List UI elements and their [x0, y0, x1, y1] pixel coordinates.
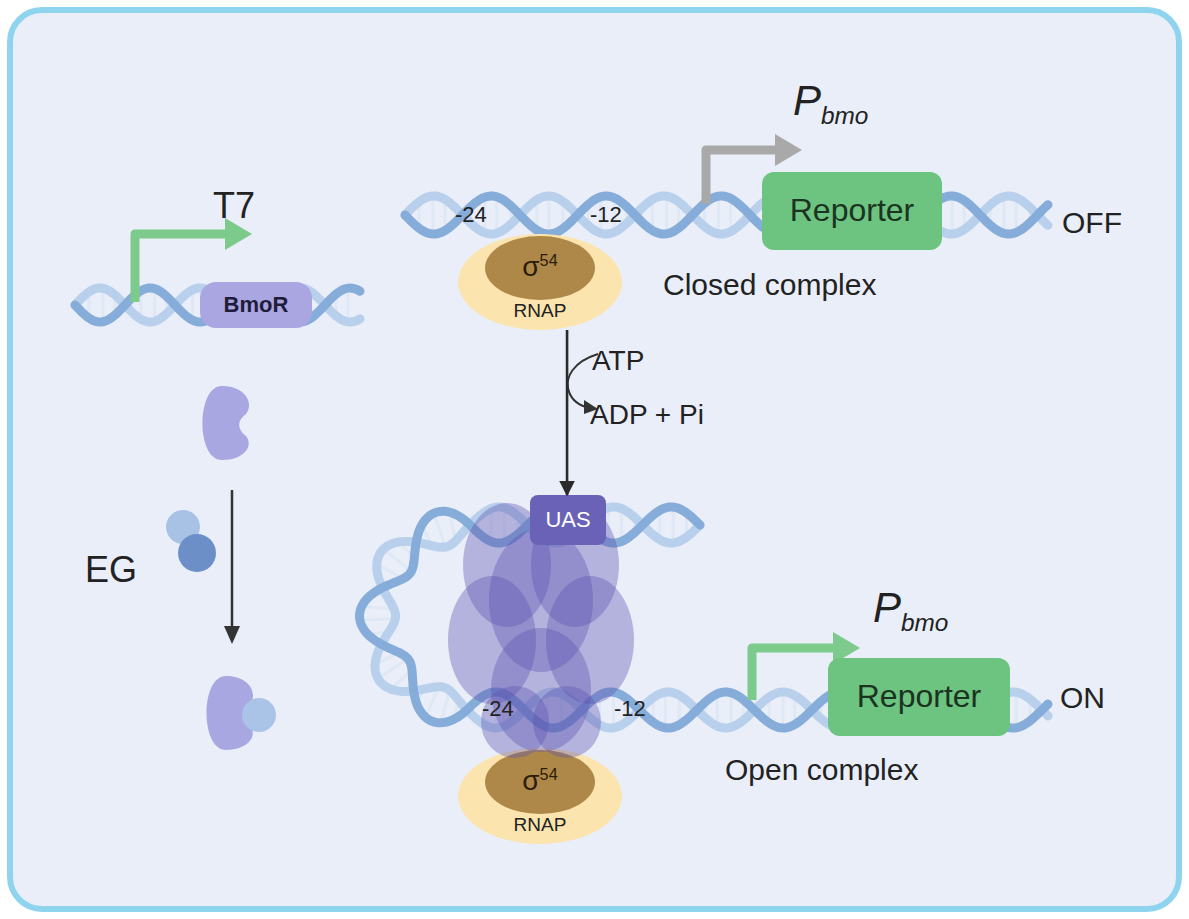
base-pair [599, 197, 602, 233]
atp-hydrolysis-arrow [568, 354, 598, 407]
eg-molecule [178, 534, 216, 572]
state-label: OFF [1062, 206, 1122, 239]
text-index: bmo [901, 609, 948, 636]
binding-arrow [231, 490, 234, 628]
base-pair [612, 692, 615, 728]
dna-helix [405, 196, 1048, 234]
node-text: σ54 [522, 252, 557, 283]
base-pair [1003, 197, 1006, 234]
gene-box: BmoR [200, 282, 312, 328]
base-pair [431, 196, 434, 234]
ellipse-fill [485, 750, 595, 814]
node-text: UAS [545, 508, 590, 532]
eg-molecule [242, 698, 276, 732]
node-text: Reporter [857, 679, 982, 714]
base-pair [1015, 692, 1018, 728]
rnap-holoenzyme: RNAP σ54 [458, 234, 622, 330]
bmor-protein [203, 386, 250, 460]
base-pair [951, 196, 954, 234]
reactant-label: ATP [592, 346, 644, 377]
promoter-element: -24 [482, 697, 514, 721]
ellipse-fill [458, 234, 622, 330]
text-index: 54 [540, 251, 558, 269]
promoter-element: -24 [455, 203, 487, 227]
node-text: Reporter [790, 193, 915, 228]
reporter-gene-box: Reporter [828, 658, 1010, 736]
hexamer-subunit [533, 686, 601, 758]
text-index: bmo [821, 102, 868, 129]
node-text: RNAP [514, 815, 567, 836]
rnap-holoenzyme: RNAP σ54 [458, 748, 622, 844]
hexamer-subunit [531, 503, 619, 627]
complex-label: Open complex [725, 753, 918, 786]
bmor-eg-complex [207, 676, 277, 750]
dna-helices [75, 196, 1048, 728]
base-pair [347, 288, 350, 322]
reporter-gene-box: Reporter [762, 172, 942, 250]
panel-frame [10, 10, 1179, 909]
complex-label: Closed complex [663, 268, 876, 301]
promoter-name: Pbmo [793, 78, 868, 130]
text-index: 54 [540, 765, 558, 783]
promoter-element: -12 [590, 203, 622, 227]
text-base: P [873, 584, 901, 631]
promoter-arrowhead [225, 218, 252, 250]
hexamer-subunit [463, 503, 551, 627]
hexamer-blob [448, 503, 634, 758]
promoter-name: T7 [213, 186, 255, 226]
hexamer-subunit [491, 628, 591, 752]
hexamer-subunit [546, 576, 634, 704]
ligand-name: EG [85, 550, 137, 590]
base-pair [781, 692, 784, 728]
dna-helix [360, 507, 1048, 728]
ellipse-fill [458, 748, 622, 844]
text-base: σ [522, 252, 539, 283]
sigma-factor: σ54 [485, 750, 595, 814]
hexamer-subunit [448, 576, 536, 704]
atp-hydrolysis-arrowhead [584, 400, 598, 414]
sigma-factor: σ54 [485, 236, 595, 300]
base-pair [101, 288, 104, 321]
hexamer-subunit [489, 528, 593, 672]
promoter-name: Pbmo [873, 585, 948, 637]
dna-strand [360, 507, 1048, 728]
promoter-arrowhead [775, 134, 802, 166]
base-pair [495, 197, 498, 233]
promoter-arrow [752, 648, 836, 700]
binding-arrowhead [224, 626, 240, 644]
product-label: ADP + Pi [590, 400, 704, 431]
base-pair [717, 196, 720, 234]
base-pair [494, 692, 497, 728]
dna-strand [405, 196, 1048, 234]
text-base: P [793, 77, 821, 124]
base-pair [384, 549, 412, 571]
hexamer-subunit [481, 686, 549, 758]
text-base: σ [522, 766, 539, 797]
transition-arrow [566, 330, 569, 495]
promoter-element: -12 [614, 697, 646, 721]
dna-strand [405, 196, 1048, 234]
node-text: RNAP [514, 301, 567, 322]
node-text: σ54 [522, 766, 557, 797]
uas-site: UAS [530, 495, 606, 545]
base-pair [665, 196, 668, 234]
ellipse-fill [485, 236, 595, 300]
base-pair [664, 692, 667, 728]
state-label: ON [1060, 681, 1105, 714]
edge-group [567, 330, 568, 495]
base-pair [547, 196, 550, 234]
node-text: BmoR [224, 293, 289, 317]
base-pair [672, 507, 675, 543]
base-pair [360, 618, 395, 622]
